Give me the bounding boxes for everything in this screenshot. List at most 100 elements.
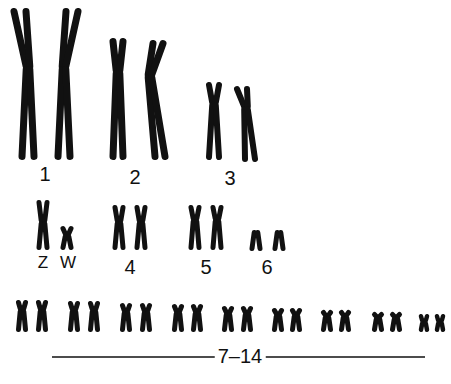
chromatid-arm xyxy=(393,319,395,329)
chromatid-arm xyxy=(175,307,177,311)
chromatid-arm xyxy=(152,44,163,75)
chromatid-arm xyxy=(248,110,255,160)
chromatid-arm xyxy=(71,312,73,330)
chromatid-arm xyxy=(19,312,21,330)
chromatid-arm xyxy=(216,106,219,158)
chromatid-arm xyxy=(69,237,71,248)
chromosome-label: 5 xyxy=(197,256,214,278)
chromosome-label: Z xyxy=(35,254,51,273)
chromatid-arm xyxy=(191,208,193,219)
chromosome xyxy=(437,316,443,330)
chromatid-arm xyxy=(39,224,41,248)
chromatid-arm xyxy=(76,304,78,309)
chromatid-arm xyxy=(298,311,300,314)
chromatid-arm xyxy=(244,315,246,329)
chromatid-arm xyxy=(258,233,260,249)
chromosome xyxy=(342,313,349,330)
chromatid-arm xyxy=(209,106,212,158)
chromosome xyxy=(14,12,34,157)
chromatid-arm xyxy=(347,318,349,330)
chromatid-arm xyxy=(244,89,251,107)
chromosome xyxy=(225,309,232,330)
chromosome xyxy=(252,233,260,249)
chromatid-arm xyxy=(39,312,41,330)
chromosome-label: W xyxy=(57,254,79,273)
chromatid-arm xyxy=(91,312,93,330)
chromosome xyxy=(275,311,282,330)
chromosome xyxy=(421,316,427,330)
chromatid-arm xyxy=(216,85,219,103)
chromatid-arm xyxy=(197,208,199,219)
chromatid-arm xyxy=(76,312,78,330)
chromatid-arm xyxy=(329,318,331,330)
chromosome xyxy=(19,303,26,330)
chromosome xyxy=(63,229,71,248)
chromatid-arm xyxy=(22,70,26,157)
chromatid-arm xyxy=(219,208,221,219)
chromatid-arm xyxy=(39,303,41,309)
chromatid-arm xyxy=(137,224,139,248)
chromatid-arm xyxy=(213,222,215,248)
chromatid-arm xyxy=(347,313,349,315)
chromatid-arm xyxy=(437,316,438,320)
chromatid-arm xyxy=(143,224,145,248)
chromosome xyxy=(194,307,201,330)
chromosome-label: 4 xyxy=(121,256,138,278)
chromatid-arm xyxy=(115,208,117,221)
chromatid-arm xyxy=(421,316,422,320)
chromatid-arm xyxy=(225,309,227,313)
chromosome xyxy=(213,208,221,248)
chromatid-arm xyxy=(380,319,382,329)
chromatid-arm xyxy=(209,85,212,103)
chromatid-arm xyxy=(123,313,125,329)
chromatid-arm xyxy=(194,314,196,330)
chromatid-arm xyxy=(96,312,98,330)
chromatid-arm xyxy=(342,313,344,315)
chromosome xyxy=(293,311,300,330)
chromatid-arm xyxy=(26,12,30,67)
chromatid-arm xyxy=(293,317,295,330)
chromatid-arm xyxy=(148,313,150,329)
chromatid-arm xyxy=(66,12,78,67)
chromatid-arm xyxy=(180,307,182,311)
chromatid-arm xyxy=(249,309,251,313)
chromatid-arm xyxy=(152,78,165,157)
chromatid-arm xyxy=(298,317,300,330)
chromosome xyxy=(143,306,150,330)
chromatid-arm xyxy=(180,314,182,330)
chromosome-label: 6 xyxy=(258,256,275,278)
chromatid-arm xyxy=(421,324,422,330)
chromatid-arm xyxy=(45,203,47,221)
chromatid-arm xyxy=(249,315,251,329)
chromatid-arm xyxy=(375,315,377,317)
chromatid-arm xyxy=(442,316,443,320)
chromatid-arm xyxy=(199,314,201,330)
chromatid-arm xyxy=(113,74,116,157)
chromatid-arm xyxy=(398,319,400,329)
chromatid-arm xyxy=(237,89,244,107)
chromatid-arm xyxy=(24,303,26,309)
chromatid-arm xyxy=(66,70,70,157)
chromosome xyxy=(191,208,199,248)
chromatid-arm xyxy=(225,315,227,329)
chromosome xyxy=(39,203,47,248)
chromatid-arm xyxy=(437,324,438,330)
chromatid-arm xyxy=(143,208,145,221)
chromatid-arm xyxy=(280,311,282,314)
chromatid-arm xyxy=(19,303,21,309)
chromatid-arm xyxy=(58,70,62,157)
chromatid-arm xyxy=(44,312,46,330)
chromatid-arm xyxy=(219,222,221,248)
chromatid-arm xyxy=(375,319,377,329)
chromosome-label: 7–14 xyxy=(215,345,266,367)
chromosome xyxy=(324,313,331,330)
chromatid-arm xyxy=(230,309,232,313)
chromosome xyxy=(148,44,165,157)
chromatid-arm xyxy=(329,313,331,315)
chromosome xyxy=(123,306,130,330)
chromatid-arm xyxy=(293,311,295,314)
chromatid-arm xyxy=(191,222,193,248)
chromatid-arm xyxy=(30,70,34,157)
chromosome xyxy=(175,307,182,330)
